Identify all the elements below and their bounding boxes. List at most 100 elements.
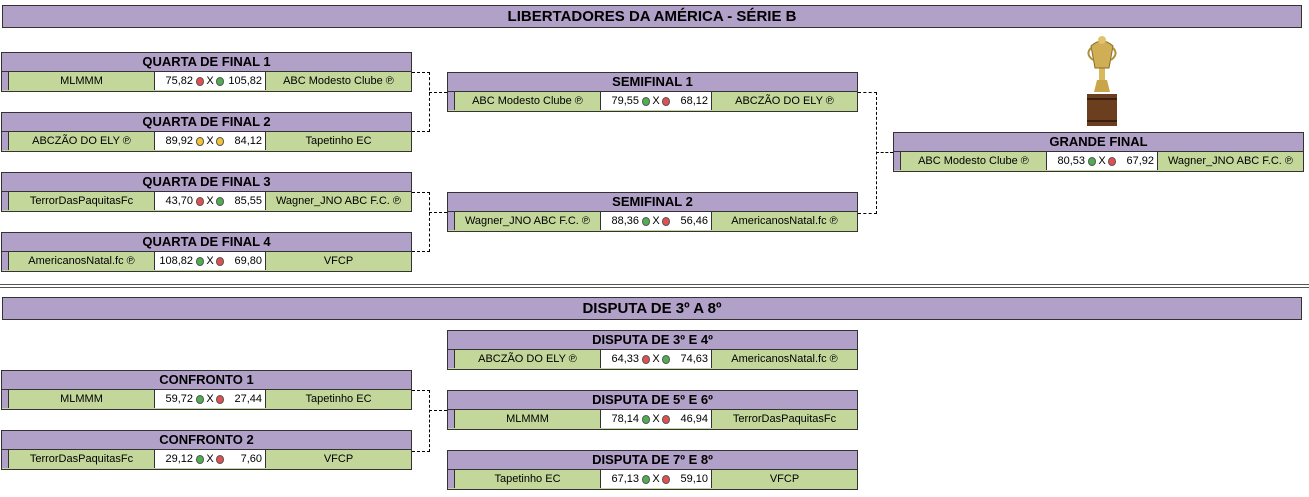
home-score: 67,13	[600, 470, 642, 488]
match-title: SEMIFINAL 1	[447, 72, 858, 92]
match-title: CONFRONTO 2	[1, 430, 412, 450]
match-title: QUARTA DE FINAL 4	[1, 232, 412, 252]
bracket-connector	[858, 92, 877, 214]
versus-label: X	[206, 134, 214, 147]
home-score: 88,36	[600, 212, 642, 230]
home-status-icon	[196, 196, 205, 206]
bracket-connector	[429, 410, 447, 411]
away-score: 56,46	[670, 212, 712, 230]
row-marker	[448, 92, 455, 110]
section-divider	[0, 284, 1309, 285]
match-p78: DISPUTA DE 7º E 8º Tapetinho EC 67,13 X 59,1…	[447, 450, 858, 490]
away-score: 67,92	[1116, 152, 1158, 170]
match-qf3: QUARTA DE FINAL 3 TerrorDasPaquitasFc 43,7…	[1, 172, 412, 212]
home-score: 29,12	[154, 450, 196, 468]
away-team: TerrorDasPaquitasFc	[732, 413, 837, 425]
away-team: AmericanosNatal.fc ℗	[731, 353, 838, 365]
versus-label: X	[652, 472, 660, 485]
away-team: VFCP	[323, 453, 354, 465]
away-score: 85,55	[224, 192, 266, 210]
away-status-icon	[661, 354, 670, 364]
away-team: VFCP	[323, 255, 354, 267]
versus: X	[642, 470, 670, 488]
versus: X	[642, 92, 670, 110]
away-status-icon	[215, 196, 224, 206]
away-score: 68,12	[670, 92, 712, 110]
versus: X	[642, 410, 670, 428]
versus-label: X	[652, 412, 660, 425]
row-marker	[894, 152, 901, 170]
away-score: 7,60	[224, 450, 266, 468]
versus: X	[642, 350, 670, 368]
away-status-icon	[661, 216, 670, 226]
bracket-connector	[876, 152, 893, 153]
away-score: 74,63	[670, 350, 712, 368]
bracket-connector	[412, 390, 430, 452]
home-status-icon	[642, 96, 651, 106]
row-marker	[448, 470, 455, 488]
home-score: 89,92	[154, 132, 196, 150]
versus: X	[196, 252, 224, 270]
home-status-icon	[196, 136, 205, 146]
row-marker	[2, 132, 9, 150]
away-status-icon	[215, 136, 224, 146]
match-title: QUARTA DE FINAL 2	[1, 112, 412, 132]
away-status-icon	[215, 394, 224, 404]
home-score: 108,82	[154, 252, 196, 270]
away-status-icon	[215, 454, 224, 464]
home-status-icon	[196, 394, 205, 404]
home-team: TerrorDasPaquitasFc	[29, 195, 134, 207]
match-title: DISPUTA DE 3º E 4º	[447, 330, 858, 350]
match-title: DISPUTA DE 7º E 8º	[447, 450, 858, 470]
home-score: 43,70	[154, 192, 196, 210]
away-score: 59,10	[670, 470, 712, 488]
match-title: QUARTA DE FINAL 1	[1, 52, 412, 72]
away-status-icon	[1107, 156, 1116, 166]
home-score: 78,14	[600, 410, 642, 428]
row-marker	[2, 72, 9, 90]
home-team: Wagner_JNO ABC F.C. ℗	[464, 215, 591, 227]
home-score: 59,72	[154, 390, 196, 408]
match-title: DISPUTA DE 5º E 6º	[447, 390, 858, 410]
away-score: 27,44	[224, 390, 266, 408]
versus-label: X	[206, 74, 214, 87]
home-team: MLMMM	[60, 393, 103, 405]
match-title: QUARTA DE FINAL 3	[1, 172, 412, 192]
row-marker	[2, 252, 9, 270]
versus: X	[196, 132, 224, 150]
home-team: Tapetinho EC	[494, 473, 561, 485]
versus-label: X	[206, 392, 214, 405]
trophy-icon	[1087, 36, 1117, 126]
home-status-icon	[642, 414, 651, 424]
home-score: 64,33	[600, 350, 642, 368]
home-team: AmericanosNatal.fc ℗	[28, 255, 135, 267]
away-status-icon	[661, 96, 670, 106]
row-marker	[448, 212, 455, 230]
versus: X	[196, 450, 224, 468]
home-status-icon	[196, 76, 205, 86]
versus-label: X	[206, 194, 214, 207]
versus-label: X	[652, 352, 660, 365]
home-score: 80,53	[1046, 152, 1088, 170]
bracket-connector	[412, 192, 430, 252]
versus: X	[196, 192, 224, 210]
away-score: 105,82	[224, 72, 266, 90]
versus-label: X	[1098, 154, 1106, 167]
versus-label: X	[652, 214, 660, 227]
home-team: ABCZÃO DO ELY ℗	[478, 353, 577, 365]
away-score: 84,12	[224, 132, 266, 150]
versus: X	[196, 390, 224, 408]
page-title: LIBERTADORES DA AMÉRICA - SÉRIE B	[2, 5, 1302, 28]
versus-label: X	[652, 94, 660, 107]
home-status-icon	[196, 454, 205, 464]
